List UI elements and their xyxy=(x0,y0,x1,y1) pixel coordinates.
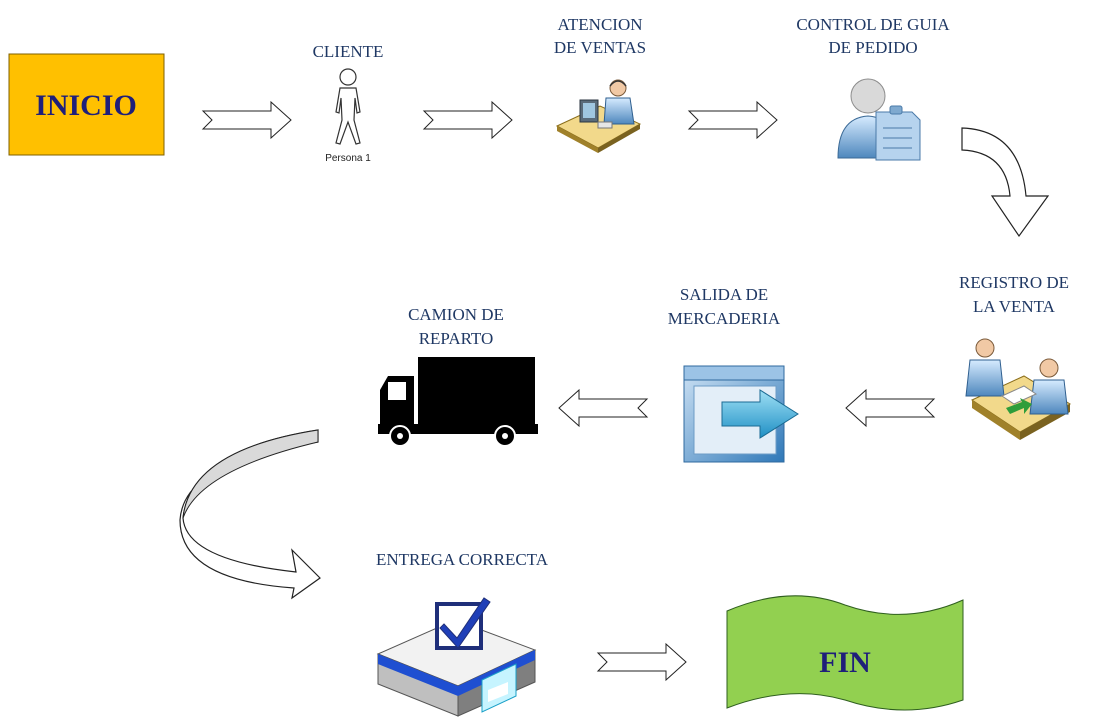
arrow-right-3 xyxy=(687,100,778,140)
curved-arrow-return xyxy=(179,429,321,600)
end-node: FIN xyxy=(726,595,964,711)
curved-arrow-down xyxy=(961,127,1050,238)
step-control: CONTROL DE GUIA DE PEDIDO xyxy=(796,15,950,161)
checkbox-box-icon xyxy=(376,597,537,717)
step-camion: CAMION DE REPARTO xyxy=(378,305,538,447)
start-label: INICIO xyxy=(35,89,137,122)
start-node: INICIO xyxy=(8,53,165,156)
meeting-icon xyxy=(965,338,1071,440)
call-center-icon xyxy=(555,79,642,153)
step-registro: REGISTRO DE LA VENTA xyxy=(959,273,1071,440)
registro-line1: REGISTRO DE xyxy=(959,273,1069,292)
arrow-right-4 xyxy=(596,642,687,682)
salida-line2: MERCADERIA xyxy=(668,309,781,328)
user-document-icon xyxy=(837,78,921,161)
arrow-left-2 xyxy=(558,388,649,428)
person-icon xyxy=(335,68,361,145)
step-entrega: ENTREGA CORRECTA xyxy=(376,550,549,717)
atencion-line2: DE VENTAS xyxy=(554,38,646,57)
exit-arrow-icon xyxy=(683,365,799,463)
control-line2: DE PEDIDO xyxy=(828,38,917,57)
cliente-title: CLIENTE xyxy=(313,42,384,61)
step-salida: SALIDA DE MERCADERIA xyxy=(668,285,799,463)
end-label: FIN xyxy=(819,646,871,679)
arrow-right-2 xyxy=(422,100,513,140)
step-cliente: CLIENTE Persona 1 xyxy=(313,42,384,164)
arrow-left-1 xyxy=(845,388,936,428)
step-atencion: ATENCION DE VENTAS xyxy=(554,15,646,153)
truck-icon xyxy=(378,357,538,447)
entrega-title: ENTREGA CORRECTA xyxy=(376,550,549,569)
control-line1: CONTROL DE GUIA xyxy=(796,15,950,34)
atencion-line1: ATENCION xyxy=(558,15,643,34)
cliente-caption: Persona 1 xyxy=(325,153,371,164)
salida-line1: SALIDA DE xyxy=(680,285,768,304)
camion-line2: REPARTO xyxy=(419,329,494,348)
camion-line1: CAMION DE xyxy=(408,305,504,324)
registro-line2: LA VENTA xyxy=(973,297,1056,316)
arrow-right-1 xyxy=(201,100,292,140)
